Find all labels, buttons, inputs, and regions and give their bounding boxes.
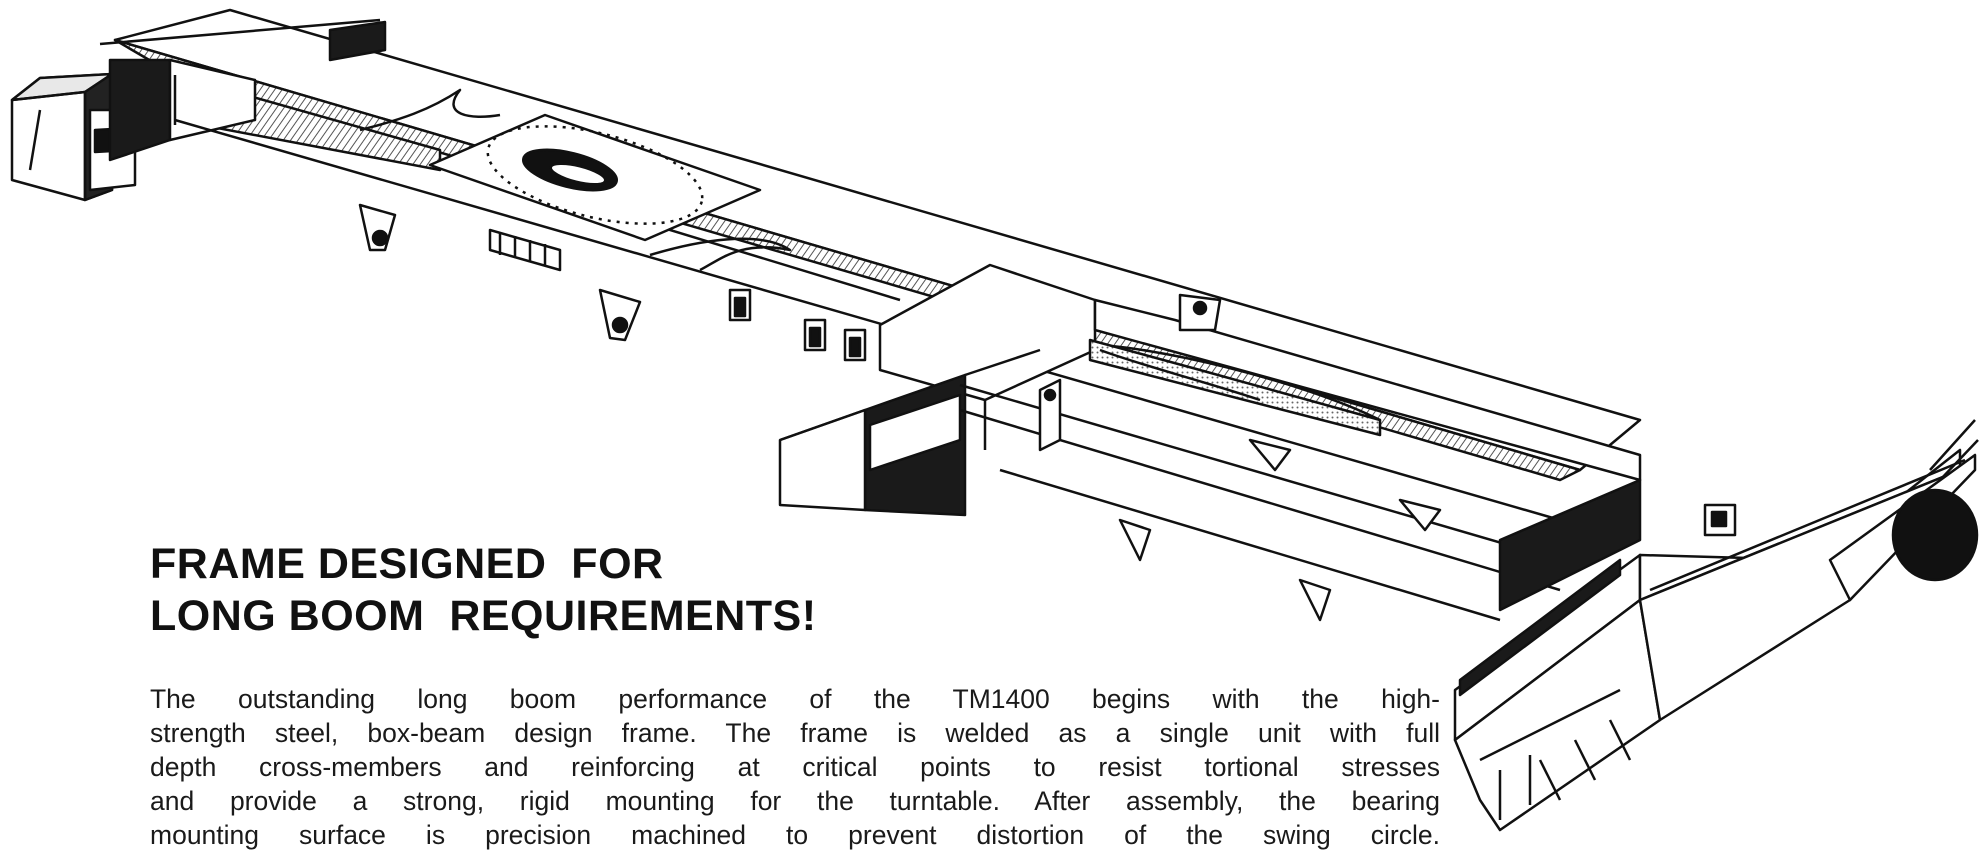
headline: FRAME DESIGNED FOR LONG BOOM REQUIREMENT…	[150, 538, 817, 642]
body-line-4: and provide a strong, rigid mounting for…	[150, 786, 1440, 816]
body-line-5: mounting surface is precision machined t…	[150, 820, 1440, 850]
body-line-3: depth cross-members and reinforcing at c…	[150, 752, 1440, 782]
body-paragraph: The outstanding long boom performance of…	[150, 682, 1440, 852]
rear-frame-rails	[959, 293, 1737, 622]
turntable-mounting-plate	[359, 88, 792, 272]
body-line-1: The outstanding long boom performance of…	[150, 684, 1440, 714]
body-line-2: strength steel, box-beam design frame. T…	[150, 718, 1440, 748]
rear-end-structure	[1453, 419, 1979, 832]
headline-line-2: LONG BOOM REQUIREMENTS!	[150, 592, 817, 640]
support-lugs	[358, 203, 867, 362]
rear-outrigger-beam	[778, 263, 1097, 517]
headline-line-1: FRAME DESIGNED FOR	[150, 540, 664, 588]
